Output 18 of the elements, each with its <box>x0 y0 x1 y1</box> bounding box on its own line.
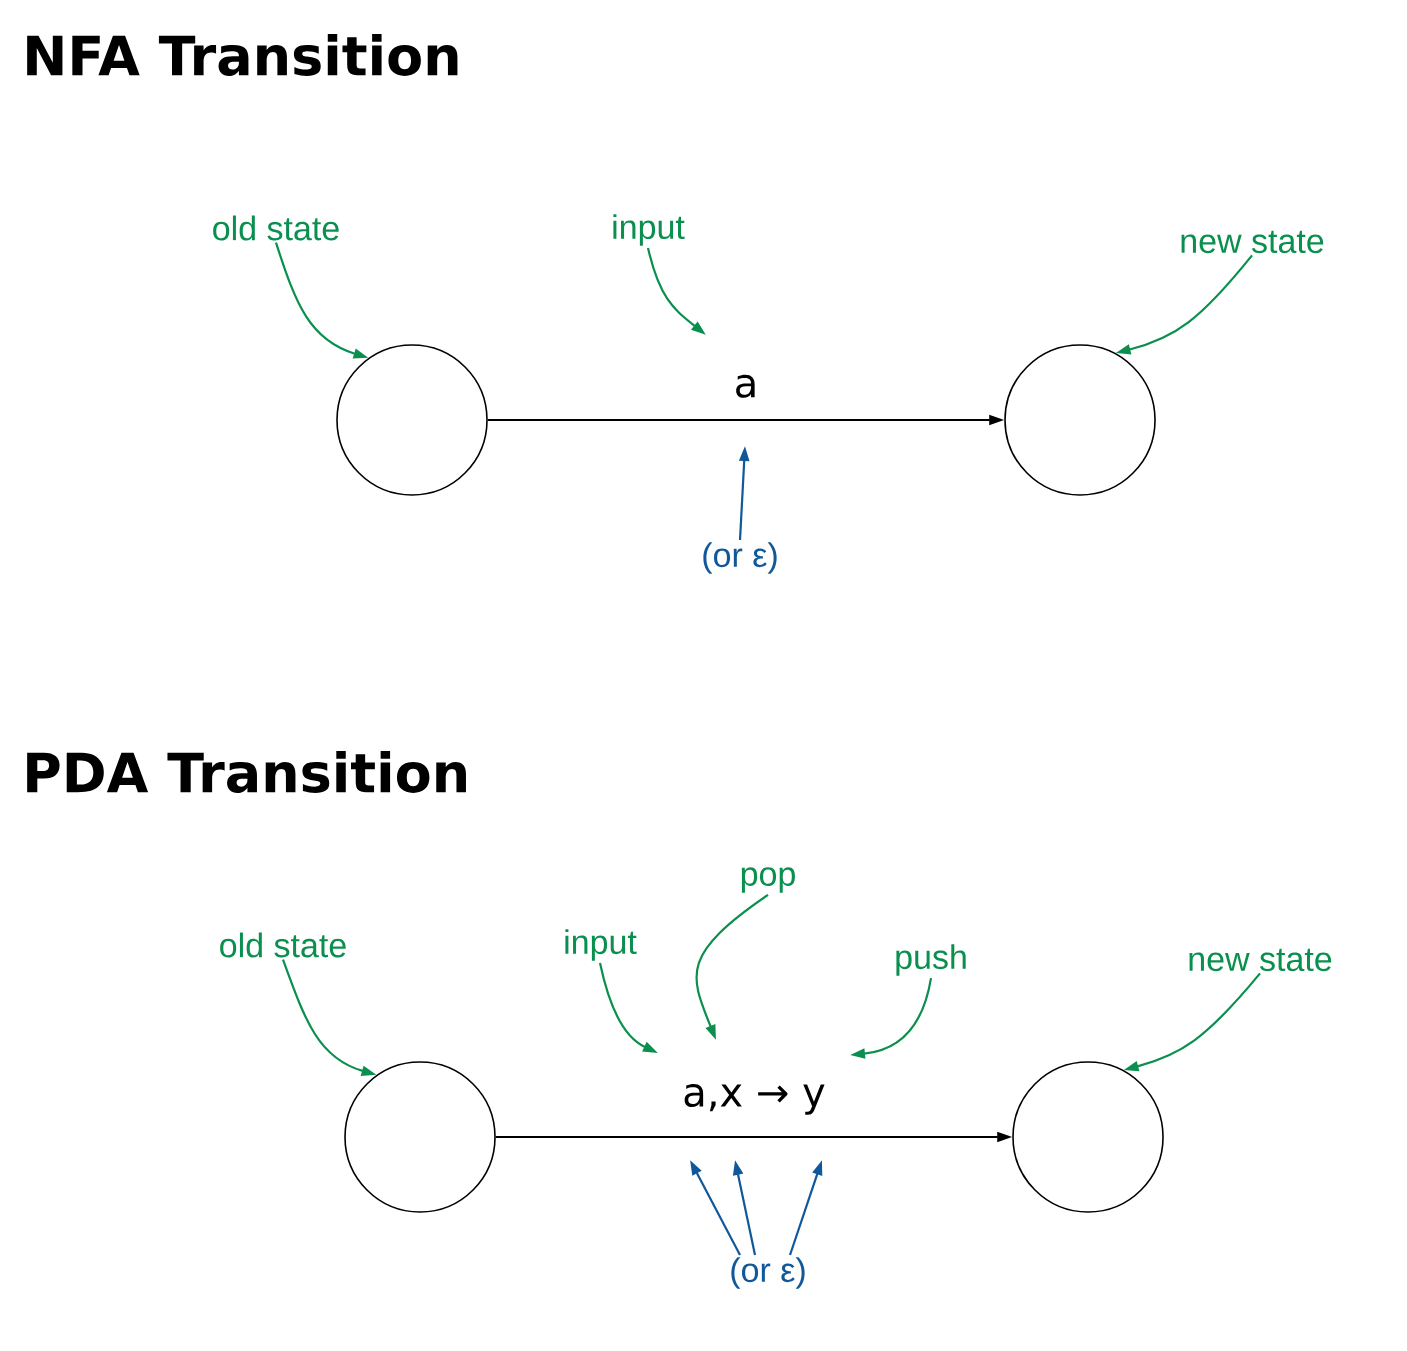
heading: NFA Transition <box>27 34 458 76</box>
heading: PDA Transition <box>27 751 466 793</box>
state-circle <box>336 344 488 496</box>
state-circle <box>1004 344 1156 496</box>
annotation-text: (or ε) <box>731 1257 805 1289</box>
annotation-text: old state <box>220 932 346 958</box>
edge-label: a,x → y <box>680 1082 828 1117</box>
annotation-text: push <box>896 944 966 976</box>
state-circle <box>344 1061 496 1213</box>
state-circle <box>1012 1061 1164 1213</box>
annotation-text: pop <box>741 867 795 893</box>
annotation-text: new state <box>1189 948 1332 972</box>
annotation-text: (or ε) <box>703 542 777 574</box>
annotation-text: input <box>565 929 637 961</box>
annotation-text: new state <box>1181 230 1324 254</box>
annotation-text: old state <box>213 215 339 241</box>
edge-label: a <box>731 372 761 400</box>
annotation-text: input <box>613 214 685 246</box>
